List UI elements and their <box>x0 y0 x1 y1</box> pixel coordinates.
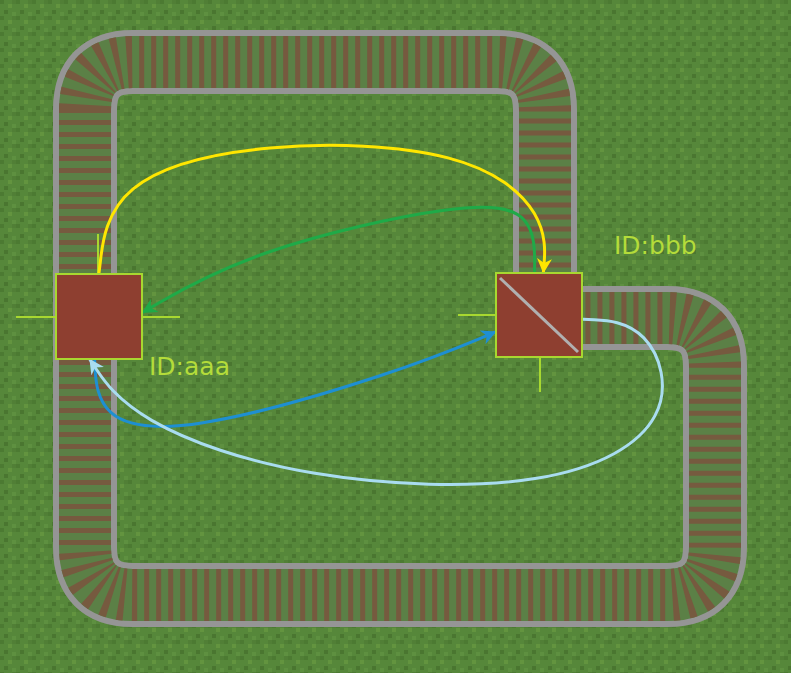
rail-gap <box>85 62 715 595</box>
detector-rail <box>497 274 581 356</box>
crosshair-ticks <box>16 234 540 392</box>
rail-id-label: ID:aaa <box>149 353 230 381</box>
rail-track <box>57 62 715 595</box>
rail-id-label: ID:bbb <box>614 232 697 260</box>
minecart-route-arrow <box>99 145 545 273</box>
detector-rail <box>57 275 141 358</box>
rail-steel <box>85 62 715 595</box>
rail-block-marker: ID:aaa <box>55 273 143 360</box>
minecart-route-arrow <box>95 332 495 426</box>
rail-diagonal <box>500 278 578 352</box>
rail-shade <box>85 62 715 595</box>
rail-ties <box>85 62 715 595</box>
minecart-route-arrow <box>90 319 662 484</box>
rail-block-marker: ID:bbb <box>495 272 583 358</box>
minecart-route-arrow <box>143 207 535 312</box>
